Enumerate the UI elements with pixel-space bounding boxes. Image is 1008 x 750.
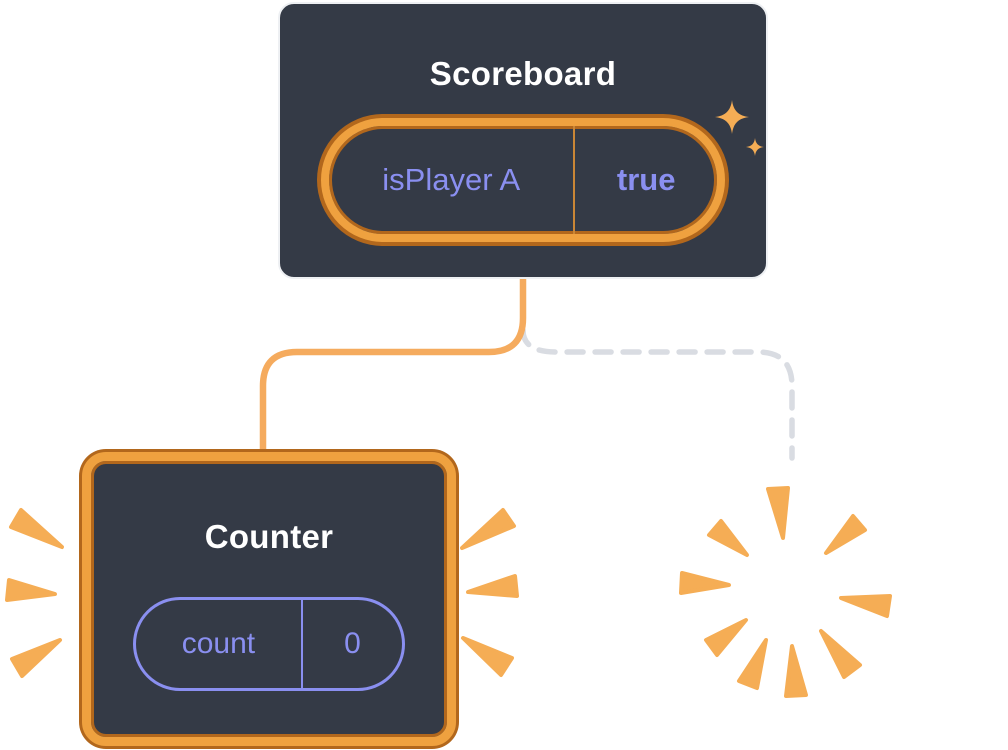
burst-ray [824,514,867,555]
burst-ray [10,638,62,678]
burst-ray [819,629,862,679]
burst-ray [784,644,808,698]
scoreboard-state-value: true [616,162,676,197]
scoreboard-component-card: Scoreboard isPlayer A true [278,2,768,279]
counter-state-value: 0 [344,627,361,660]
burst-ray [704,618,748,657]
counter-title: Counter [204,518,334,555]
burst-ray [766,486,790,540]
burst-ray [460,508,516,550]
counter-burst-right [460,508,519,677]
counter-state-pill: count 0 [133,597,405,691]
counter-state-divider [300,600,303,688]
counter-component-card: Counter count 0 [82,452,456,746]
counter-state-key: count [181,627,256,660]
scoreboard-title: Scoreboard [429,55,617,92]
burst-ray [737,638,768,690]
scoreboard-state-pill: isPlayer A true [321,118,725,242]
burst-ray [466,574,519,598]
removed-component-burst [679,486,892,698]
burst-ray [5,578,57,602]
burst-ray [9,508,64,549]
burst-ray [679,571,731,595]
solid-connector-line [259,266,527,464]
dashed-connector-line [520,327,795,461]
burst-ray [707,519,749,557]
scoreboard-state-key: isPlayer A [382,162,521,197]
counter-burst-left [5,508,64,678]
burst-ray [461,636,514,677]
burst-ray [839,594,892,618]
scoreboard-state-divider [573,126,576,234]
